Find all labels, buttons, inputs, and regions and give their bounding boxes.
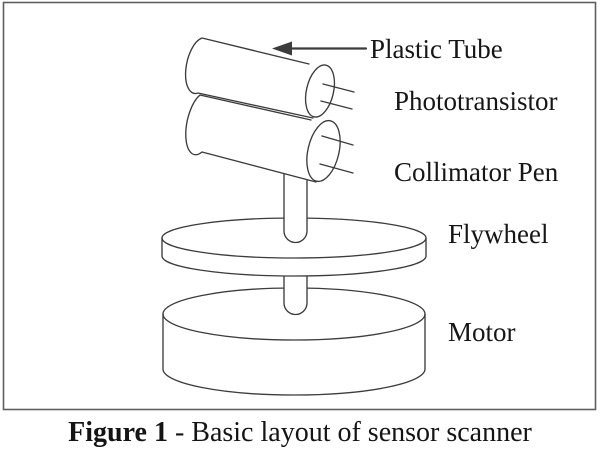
motor-body bbox=[162, 287, 426, 396]
flywheel-body bbox=[161, 217, 427, 277]
figure-caption-text: - Basic layout of sensor scanner bbox=[167, 417, 532, 448]
label-motor: Motor bbox=[448, 317, 516, 347]
label-flywheel: Flywheel bbox=[448, 219, 549, 249]
figure-caption: Figure 1 - Basic layout of sensor scanne… bbox=[0, 416, 600, 450]
motor-top-edge-arc bbox=[162, 313, 426, 341]
arrow-left-icon bbox=[272, 41, 292, 56]
flywheel-top-edge-arc bbox=[161, 237, 427, 259]
figure-caption-number: Figure 1 bbox=[68, 417, 168, 448]
label-phototransistor: Phototransistor bbox=[394, 86, 558, 116]
lower-tube-outline bbox=[185, 94, 317, 183]
lead-wire-ticks bbox=[319, 83, 355, 174]
lower-tube-end-face bbox=[306, 119, 341, 183]
upper-tube-fill bbox=[185, 38, 313, 118]
label-plastic-tube: Plastic Tube bbox=[370, 34, 503, 64]
flywheel-shaft bbox=[283, 169, 308, 244]
lower-tube-fill bbox=[185, 95, 316, 182]
scanner-line-art bbox=[161, 37, 427, 396]
upper-tube-outline bbox=[184, 37, 314, 119]
label-collimator-pen: Collimator Pen bbox=[394, 157, 559, 187]
upper-tube-end-face bbox=[304, 64, 336, 118]
diagram-labels: Plastic Tube Phototransistor Collimator … bbox=[370, 34, 559, 347]
